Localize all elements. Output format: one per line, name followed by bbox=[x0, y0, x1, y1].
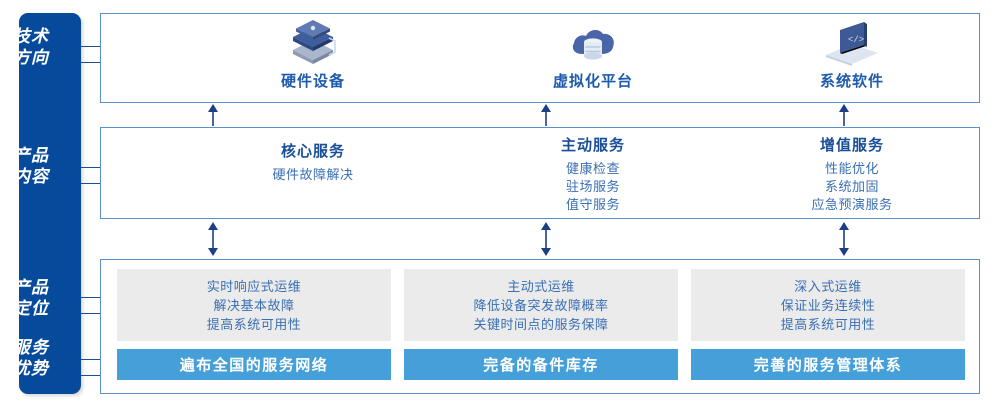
connector-position-top bbox=[81, 297, 101, 298]
arrow-bidirectional-core bbox=[205, 222, 221, 256]
position-item: 解决基本故障 bbox=[213, 298, 295, 313]
connector-tech-top bbox=[81, 46, 101, 47]
position-item: 关键时间点的服务保障 bbox=[473, 317, 609, 332]
tech-column-virtualization[interactable]: 虚拟化平台 bbox=[463, 14, 723, 104]
content-item: 驻场服务 bbox=[565, 179, 620, 194]
bottom-column-proactive[interactable]: 主动式运维 降低设备突发故障概率 关键时间点的服务保障 完备的备件库存 bbox=[404, 269, 678, 380]
position-item: 提高系统可用性 bbox=[206, 317, 302, 332]
tech-column-hardware[interactable]: 硬件设备 bbox=[163, 14, 463, 104]
content-title-proactive: 主动服务 bbox=[560, 137, 625, 154]
position-item: 提高系统可用性 bbox=[780, 317, 876, 332]
arrow-bidirectional-proactive bbox=[538, 222, 554, 256]
connector-advantage-bottom bbox=[81, 375, 101, 376]
position-item: 降低设备突发故障概率 bbox=[473, 298, 609, 313]
rail-label-product-position: 产品 定位 bbox=[13, 278, 49, 318]
connector-tech-bottom bbox=[81, 62, 101, 63]
position-box-deep: 深入式运维 保证业务连续性 提高系统可用性 bbox=[691, 269, 965, 341]
tech-direction-panel: 硬件设备 虚拟化平台 bbox=[100, 13, 980, 103]
connector-advantage-top bbox=[81, 359, 101, 360]
arrow-bidirectional-value-added bbox=[836, 222, 852, 256]
content-item: 值守服务 bbox=[565, 197, 620, 212]
position-advantage-panel: 实时响应式运维 解决基本故障 提高系统可用性 遍布全国的服务网络 主动式运维 降… bbox=[100, 259, 980, 394]
svg-text:</>: </> bbox=[848, 35, 864, 45]
position-box-proactive: 主动式运维 降低设备突发故障概率 关键时间点的服务保障 bbox=[404, 269, 678, 341]
content-item: 健康检查 bbox=[565, 161, 620, 176]
laptop-code-icon: </> bbox=[723, 14, 981, 72]
position-box-realtime: 实时响应式运维 解决基本故障 提高系统可用性 bbox=[117, 269, 391, 341]
tech-column-system-software[interactable]: </> 系统软件 bbox=[723, 14, 981, 104]
tech-title-hardware: 硬件设备 bbox=[280, 73, 345, 90]
product-content-panel: 核心服务 硬件故障解决 主动服务 健康检查 驻场服务 值守服务 增值服务 性能优… bbox=[100, 127, 980, 219]
advantage-bar-spare-parts[interactable]: 完备的备件库存 bbox=[404, 349, 678, 380]
position-item: 保证业务连续性 bbox=[780, 298, 876, 313]
content-title-core: 核心服务 bbox=[280, 143, 345, 160]
rail-label-service-advantage: 服务 优势 bbox=[13, 338, 49, 378]
rail-label-product-content: 产品 内容 bbox=[13, 146, 49, 186]
content-title-value-added: 增值服务 bbox=[819, 137, 884, 154]
bottom-column-deep[interactable]: 深入式运维 保证业务连续性 提高系统可用性 完善的服务管理体系 bbox=[691, 269, 965, 380]
arrow-up-hardware bbox=[205, 104, 221, 126]
connector-content-bottom bbox=[81, 183, 101, 184]
category-rail bbox=[19, 13, 81, 394]
position-item: 深入式运维 bbox=[794, 279, 862, 294]
content-item: 硬件故障解决 bbox=[272, 167, 354, 182]
rail-label-tech-direction: 技术 方向 bbox=[13, 27, 49, 67]
arrow-up-system-software bbox=[836, 104, 852, 126]
content-item: 应急预演服务 bbox=[811, 197, 893, 212]
content-item: 系统加固 bbox=[824, 179, 879, 194]
content-item: 性能优化 bbox=[824, 161, 879, 176]
advantage-bar-management-system[interactable]: 完善的服务管理体系 bbox=[691, 349, 965, 380]
position-item: 实时响应式运维 bbox=[206, 279, 302, 294]
arrow-up-virtualization bbox=[538, 104, 554, 126]
tech-title-system-software: 系统软件 bbox=[819, 73, 884, 90]
server-stack-icon bbox=[163, 14, 463, 72]
cloud-database-icon bbox=[463, 14, 723, 72]
position-item: 主动式运维 bbox=[507, 279, 575, 294]
bottom-column-realtime[interactable]: 实时响应式运维 解决基本故障 提高系统可用性 遍布全国的服务网络 bbox=[117, 269, 391, 380]
content-column-core[interactable]: 核心服务 硬件故障解决 bbox=[163, 128, 463, 220]
connector-content-top bbox=[81, 167, 101, 168]
tech-title-virtualization: 虚拟化平台 bbox=[552, 73, 633, 90]
advantage-bar-service-network[interactable]: 遍布全国的服务网络 bbox=[117, 349, 391, 380]
content-column-value-added[interactable]: 增值服务 性能优化 系统加固 应急预演服务 bbox=[723, 128, 981, 220]
connector-position-bottom bbox=[81, 313, 101, 314]
content-column-proactive[interactable]: 主动服务 健康检查 驻场服务 值守服务 bbox=[463, 128, 723, 220]
